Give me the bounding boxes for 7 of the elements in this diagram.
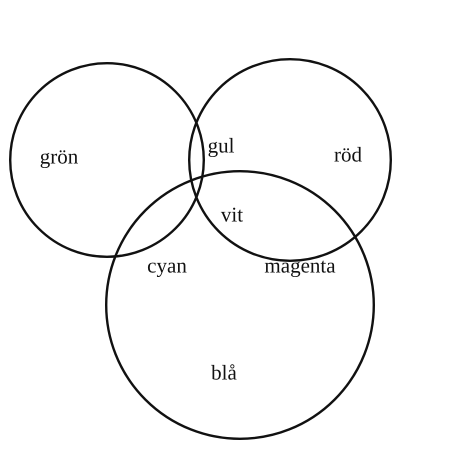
set-label: grön (40, 144, 78, 170)
overlap-label: magenta (264, 254, 336, 278)
overlap-label: cyan (147, 254, 187, 278)
set-label: blå (211, 360, 237, 386)
set-label: röd (334, 142, 362, 168)
overlap-label: gul (208, 134, 234, 158)
overlap-label: vit (220, 202, 244, 228)
